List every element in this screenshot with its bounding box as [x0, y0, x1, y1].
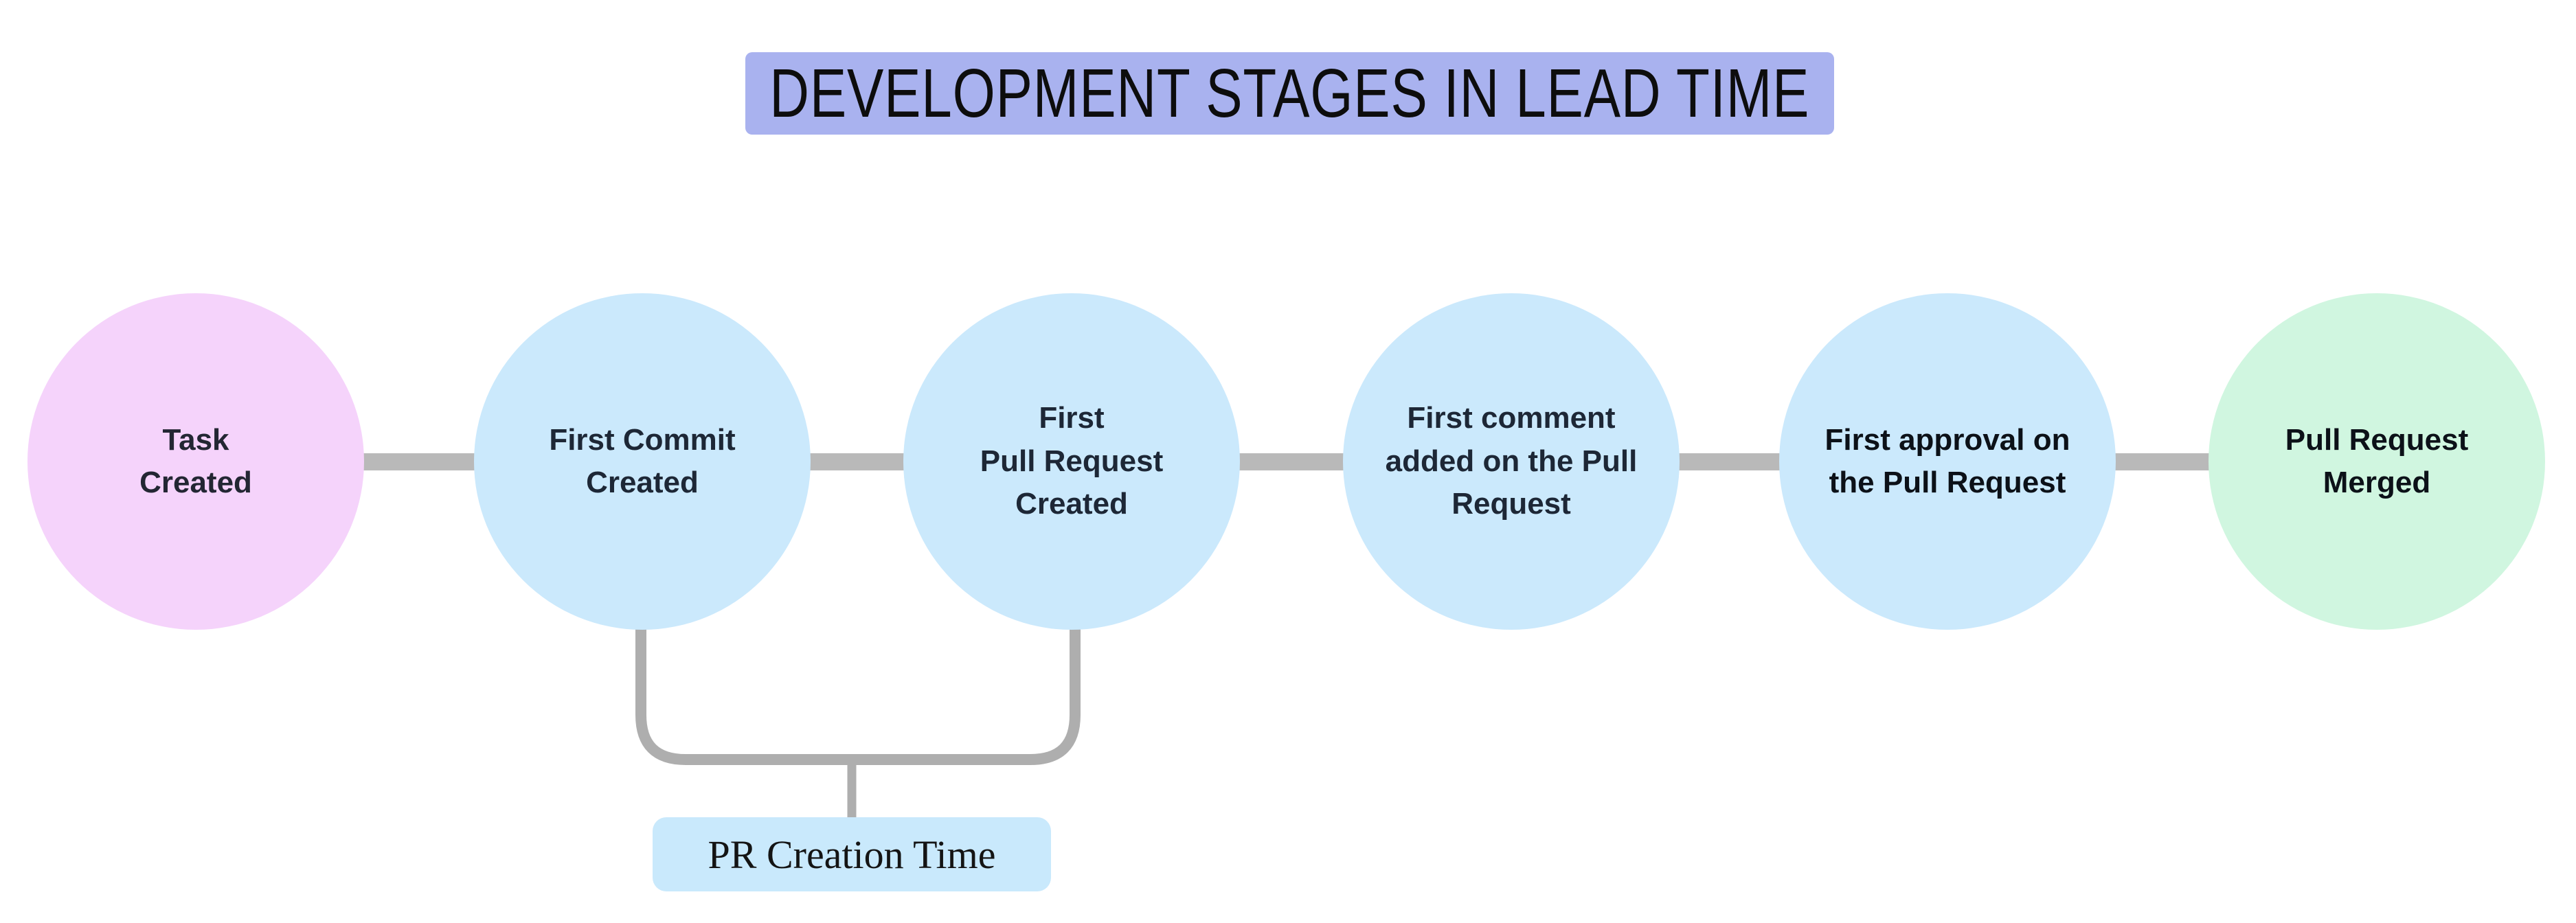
diagram-title: DEVELOPMENT STAGES IN LEAD TIME: [769, 54, 1810, 132]
stage-label: Pull Request Merged: [2285, 422, 2469, 499]
stage-node-first-approval: First approval on the Pull Request: [1779, 293, 2116, 630]
pr-creation-time-label: PR Creation Time: [653, 817, 1051, 891]
pr-creation-time-text: PR Creation Time: [708, 832, 996, 877]
stage-label: Task Created: [139, 422, 252, 499]
stage-label: First approval on the Pull Request: [1824, 422, 2070, 499]
stage-node-first-pull-request-created: First Pull Request Created: [903, 293, 1240, 630]
bracket-curve: [635, 619, 1081, 765]
stage-label: First Pull Request Created: [980, 401, 1164, 521]
stage-node-task-created: Task Created: [27, 293, 364, 630]
diagram-title-box: DEVELOPMENT STAGES IN LEAD TIME: [745, 52, 1834, 135]
stage-label: First comment added on the Pull Request: [1385, 401, 1638, 521]
stage-label: First Commit Created: [549, 422, 736, 499]
stage-node-first-commit-created: First Commit Created: [474, 293, 811, 630]
stage-node-pull-request-merged: Pull Request Merged: [2208, 293, 2545, 630]
stage-node-first-comment-added: First comment added on the Pull Request: [1343, 293, 1680, 630]
